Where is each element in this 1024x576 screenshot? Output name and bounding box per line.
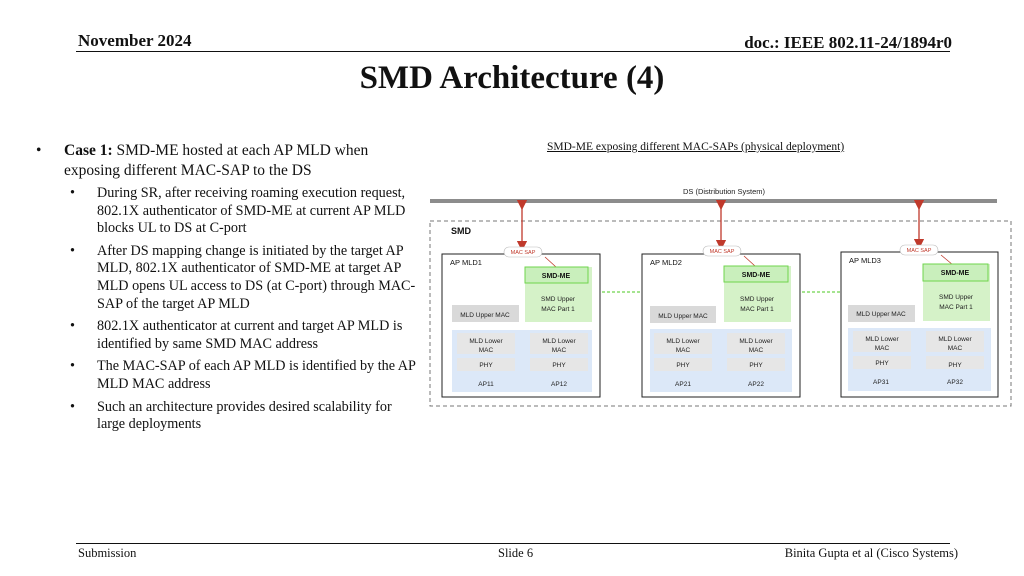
mld-upper-label: MLD Upper MAC bbox=[460, 312, 510, 319]
ap-mld-3: AP MLD3 MAC SAP SMD-ME SMD Upper MAC Par… bbox=[840, 244, 999, 398]
smd-upper-label: MAC Part 1 bbox=[939, 304, 973, 311]
mld-lower-label: MAC bbox=[676, 347, 691, 354]
mac-sap-pill bbox=[899, 244, 939, 256]
ds-label: DS (Distribution System) bbox=[683, 187, 766, 196]
phy-label: PHY bbox=[479, 362, 493, 369]
mld-lower-label: MAC bbox=[875, 345, 890, 352]
ap-mld-name: AP MLD1 bbox=[450, 258, 482, 267]
footer-divider bbox=[76, 543, 950, 544]
case-text: SMD-ME hosted at each AP MLD when exposi… bbox=[64, 142, 369, 179]
bullet-case-text: Case 1: SMD-ME hosted at each AP MLD whe… bbox=[64, 141, 416, 181]
mld-upper-box bbox=[848, 305, 915, 322]
mld-upper-label: MLD Upper MAC bbox=[658, 313, 708, 320]
mld-lower-label: MLD Lower bbox=[865, 336, 899, 343]
mld-upper-box bbox=[650, 306, 716, 323]
smd-upper-label: MAC Part 1 bbox=[740, 306, 774, 313]
mac-sap-label: MAC SAP bbox=[907, 248, 932, 254]
bullet-list: • Case 1: SMD-ME hosted at each AP MLD w… bbox=[36, 141, 416, 439]
mld-lower-label: MLD Lower bbox=[666, 338, 700, 345]
sub-bullet-item: •802.1X authenticator at current and tar… bbox=[70, 318, 416, 353]
phy-label: PHY bbox=[875, 360, 889, 367]
mld-lower-label: MAC bbox=[552, 347, 567, 354]
smd-upper-label: SMD Upper bbox=[740, 296, 775, 303]
header-divider bbox=[76, 51, 950, 52]
sub-bullet-item: •During SR, after receiving roaming exec… bbox=[70, 185, 416, 238]
smd-me-box bbox=[723, 265, 789, 283]
mld-lower-label: MAC bbox=[749, 347, 764, 354]
mld-upper-box bbox=[452, 305, 519, 322]
phy-box bbox=[530, 358, 588, 371]
ap-label: AP31 bbox=[873, 379, 889, 386]
mld-lower-label: MLD Lower bbox=[739, 338, 773, 345]
footer-author: Binita Gupta et al (Cisco Systems) bbox=[784, 546, 958, 560]
ap-mld-name: AP MLD3 bbox=[849, 256, 881, 265]
phy-label: PHY bbox=[948, 362, 962, 369]
sub-bullet-text: The MAC-SAP of each AP MLD is identified… bbox=[97, 358, 416, 392]
ds-bar bbox=[430, 199, 997, 203]
smd-upper-label: MAC Part 1 bbox=[541, 306, 575, 313]
sub-bullet-item: •Such an architecture provides desired s… bbox=[70, 399, 416, 434]
mld-lower-box bbox=[654, 333, 712, 354]
sub-bullet-text: After DS mapping change is initiated by … bbox=[97, 242, 416, 312]
smd-me-label: SMD-ME bbox=[742, 272, 771, 279]
phy-box bbox=[926, 356, 984, 369]
ap-label: AP22 bbox=[748, 381, 764, 388]
sub-bullet-item: •After DS mapping change is initiated by… bbox=[70, 242, 416, 312]
sub-bullet-text: Such an architecture provides desired sc… bbox=[97, 398, 392, 433]
ap-label: AP21 bbox=[675, 381, 691, 388]
slide-title: SMD Architecture (4) bbox=[359, 60, 665, 96]
ap-mld-2: AP MLD2 MAC SAP SMD-ME SMD Upper MAC Par… bbox=[641, 245, 801, 398]
phy-box bbox=[457, 358, 515, 371]
smd-me-box bbox=[524, 266, 589, 284]
ap-mld-name: AP MLD2 bbox=[650, 258, 682, 267]
mac-sap-label: MAC SAP bbox=[710, 249, 735, 255]
sub-bullet-item: •The MAC-SAP of each AP MLD is identifie… bbox=[70, 358, 416, 392]
mld-lower-box bbox=[727, 333, 785, 354]
phy-box bbox=[727, 358, 785, 371]
sub-bullet-list: •During SR, after receiving roaming exec… bbox=[36, 185, 416, 434]
ap-label: AP32 bbox=[947, 379, 963, 386]
footer-slide-number: Slide 6 bbox=[498, 546, 534, 560]
mac-sap-label: MAC SAP bbox=[511, 250, 536, 256]
mld-lower-label: MAC bbox=[948, 345, 963, 352]
mld-lower-label: MAC bbox=[479, 347, 494, 354]
mld-upper-label: MLD Upper MAC bbox=[856, 311, 906, 318]
mld-lower-label: MLD Lower bbox=[469, 338, 503, 345]
mld-lower-box bbox=[530, 333, 588, 354]
smd-upper-label: SMD Upper bbox=[541, 296, 576, 303]
phy-box bbox=[654, 358, 712, 371]
mld-lower-box bbox=[853, 331, 911, 352]
phy-label: PHY bbox=[552, 362, 566, 369]
ap-label: AP11 bbox=[478, 381, 494, 388]
phy-box bbox=[853, 356, 911, 369]
case-label: Case 1: bbox=[64, 142, 113, 159]
phy-label: PHY bbox=[749, 362, 763, 369]
mac-sap-pill bbox=[503, 246, 543, 258]
mld-lower-box bbox=[457, 333, 515, 354]
header-doc-id: doc.: IEEE 802.11-24/1894r0 bbox=[744, 33, 952, 52]
smd-me-box bbox=[922, 263, 989, 282]
diagram-caption: SMD-ME exposing different MAC-SAPs (phys… bbox=[547, 141, 845, 153]
smd-label: SMD bbox=[451, 226, 472, 236]
sub-bullet-text: During SR, after receiving roaming execu… bbox=[97, 185, 406, 237]
mac-sap-pill bbox=[702, 245, 742, 257]
sub-bullet-text: 802.1X authenticator at current and targ… bbox=[97, 318, 403, 352]
ap-mld-1: AP MLD1 MAC SAP SMD-ME SMD Upper MAC Par… bbox=[441, 246, 601, 398]
bullet-case-1: • Case 1: SMD-ME hosted at each AP MLD w… bbox=[36, 141, 416, 181]
mld-lower-label: MLD Lower bbox=[542, 338, 576, 345]
smd-me-label: SMD-ME bbox=[542, 273, 571, 280]
mld-lower-label: MLD Lower bbox=[938, 336, 972, 343]
bullet-dot: • bbox=[36, 142, 42, 159]
header-date: November 2024 bbox=[78, 31, 192, 50]
footer-submission: Submission bbox=[78, 546, 137, 560]
ap-label: AP12 bbox=[551, 381, 567, 388]
phy-label: PHY bbox=[676, 362, 690, 369]
smd-upper-label: SMD Upper bbox=[939, 294, 974, 301]
smd-me-label: SMD-ME bbox=[941, 270, 970, 277]
mld-lower-box bbox=[926, 331, 984, 352]
